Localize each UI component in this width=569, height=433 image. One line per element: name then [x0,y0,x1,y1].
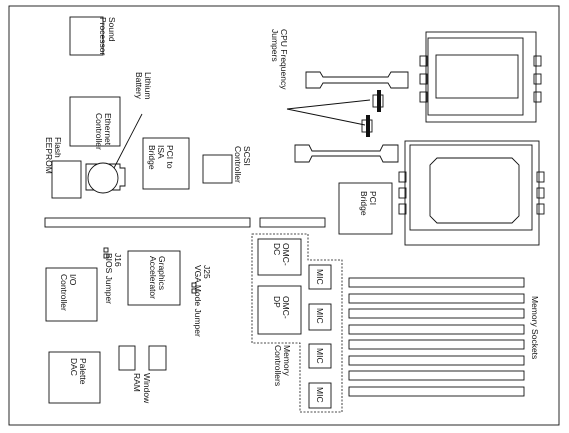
svg-text:DAC: DAC [69,358,79,376]
svg-text:Memory: Memory [282,345,292,376]
graphics-accelerator-chip [127,250,181,306]
cpu-frequency-jumpers-label: CPU Frequency Jumpers [270,29,289,90]
j16-label: J16 [113,253,123,267]
ethernet-controller-label: Ethernet Controller [94,113,113,150]
svg-text:Controllers: Controllers [273,345,283,386]
svg-text:Palette: Palette [78,358,88,385]
vga-mode-jumper-label: VGA Mode Jumper [193,265,203,337]
svg-text:PCI to: PCI to [165,145,175,169]
cpu-jumper-leader-1 [286,99,371,110]
flash-eeprom-label: Flash EEPROM [44,137,63,174]
mic-chip-2 [308,303,332,331]
svg-text:EEPROM: EEPROM [44,137,54,174]
svg-text:Accelerator: Accelerator [148,256,158,299]
mic-chip-3-label: MIC [315,348,325,364]
svg-text:Battery: Battery [134,72,144,100]
pci-to-isa-bridge-label: PCI to ISA Bridge [147,145,175,170]
svg-text:Sound: Sound [107,17,117,42]
omc-dp-chip [257,285,302,335]
palette-dac-chip [48,351,101,404]
sound-processor-chip [69,16,104,56]
svg-text:OMC-: OMC- [281,296,291,319]
pci-to-isa-bridge-chip [142,137,190,190]
expansion-slot-left [44,217,251,228]
svg-text:OMC-: OMC- [281,243,291,266]
svg-text:Processor: Processor [98,17,108,55]
svg-text:I/O: I/O [68,274,78,286]
svg-text:CPU Frequency: CPU Frequency [279,29,289,90]
j16-bios-jumper-pins [103,247,109,259]
svg-text:Jumpers: Jumpers [270,29,280,62]
lower-processor-slot [294,144,399,163]
svg-text:ISA: ISA [156,145,166,159]
j25-vga-mode-jumper-label: J25 VGA Mode Jumper [193,265,212,337]
window-label: Window [142,373,152,404]
svg-text:DC: DC [272,243,282,255]
mic-chip-4 [308,382,332,409]
ram-label: RAM [132,373,142,392]
graphics-accelerator-label: Graphics Accelerator [148,256,167,299]
io-controller-chip [45,267,98,322]
pci-bridge-label: PCI Bridge [359,191,378,216]
svg-text:Bridge: Bridge [147,145,157,170]
scsi-controller-label: SCSI Controller [233,146,252,183]
mic-chip-4-label: MIC [315,387,325,403]
pci-bridge-chip [338,182,393,235]
svg-text:SCSI: SCSI [242,146,252,166]
lithium-battery-leader [113,113,143,169]
svg-text:Bridge: Bridge [359,191,369,216]
svg-text:Flash: Flash [53,137,63,158]
window-chip [148,345,167,371]
mic-chip-3 [308,343,332,369]
expansion-slot-right [259,217,326,228]
svg-text:PCI: PCI [368,191,378,205]
svg-text:Graphics: Graphics [157,256,167,290]
svg-text:DP: DP [272,296,282,308]
j25-label: J25 [202,265,212,279]
scsi-controller-chip [202,154,233,184]
ethernet-controller-chip [69,96,121,147]
mic-chip-1-label: MIC [315,269,325,285]
memory-controllers-label: Memory Controllers [273,345,292,386]
memory-sockets-label: Memory Sockets [530,296,540,359]
flash-eeprom-chip [51,160,82,199]
upper-cpu-socket [419,31,542,123]
omc-dc-chip [257,238,302,276]
mic-chip-1 [308,264,332,290]
sound-processor-label: Sound Processor [98,17,117,55]
cpu-jumper-leader-2 [286,108,366,126]
omc-dp-label: OMC- DP [272,296,291,319]
svg-text:Ethernet: Ethernet [103,113,113,146]
ram-chip [118,345,136,371]
cpu-frequency-jumper-upper [372,90,384,112]
lower-cpu-socket [398,140,545,246]
omc-dc-label: OMC- DC [272,243,291,266]
j25-vga-mode-jumper-pins [191,282,197,294]
bios-jumper-label: BIOS Jumper [104,253,114,304]
svg-text:Controller: Controller [233,146,243,183]
memory-controllers-outline [251,233,343,413]
svg-text:Lithium: Lithium [143,72,153,99]
j16-bios-jumper-label: J16 BIOS Jumper [104,253,123,304]
palette-dac-label: Palette DAC [69,358,88,385]
io-controller-label: I/O Controller [59,274,78,311]
lithium-battery-label: Lithium Battery [134,72,153,100]
board-outline [8,5,560,426]
memory-sockets [348,277,525,397]
upper-processor-slot [305,71,409,89]
lithium-battery [87,162,119,194]
mic-chip-2-label: MIC [315,308,325,324]
cpu-frequency-jumper-lower [361,115,373,137]
svg-text:Controller: Controller [59,274,69,311]
svg-text:Controller: Controller [94,113,104,150]
